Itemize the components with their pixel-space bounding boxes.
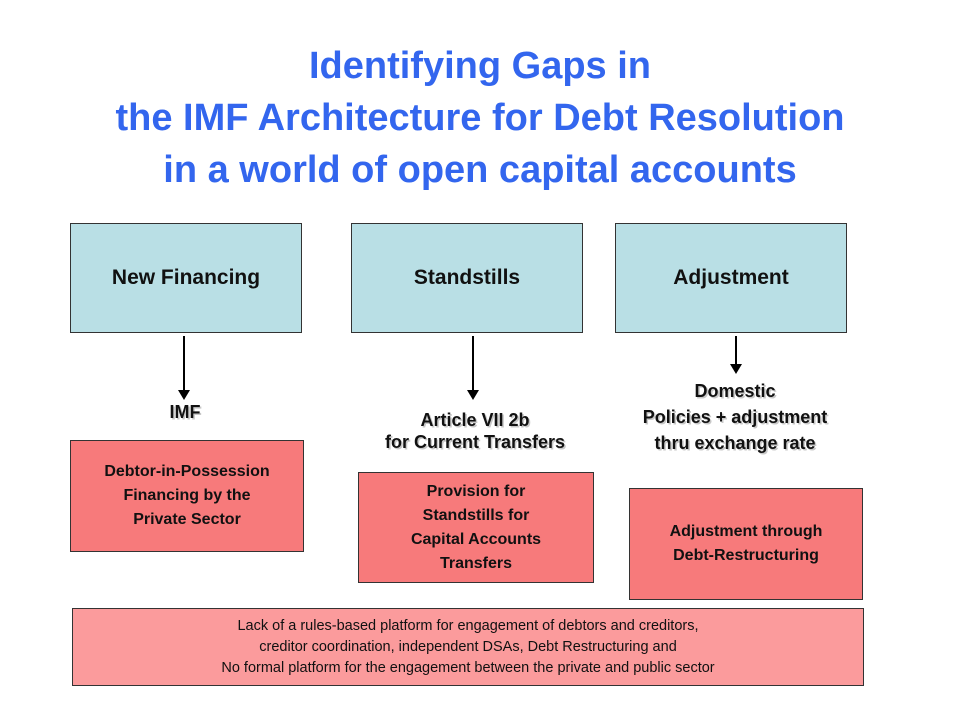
standstills-provision-box: Provision for Standstills for Capital Ac… <box>358 472 594 583</box>
summary-line-3: No formal platform for the engagement be… <box>221 659 715 676</box>
article-label: Article VII 2b for Current Transfers <box>340 409 610 453</box>
imf-label-line-1: IMF <box>169 402 201 422</box>
page-title: Identifying Gaps in the IMF Architecture… <box>0 40 960 196</box>
dip-line-2: Financing by the <box>123 487 251 504</box>
adjustment-heading: Adjustment <box>673 266 789 289</box>
provision-line-3: Capital Accounts <box>410 530 542 548</box>
standstills-heading: Standstills <box>413 266 521 289</box>
debtor-in-possession-box: Debtor-in-Possession Financing by the Pr… <box>70 440 304 552</box>
provision-line-4: Transfers <box>439 554 513 572</box>
article-label-line-2: for Current Transfers <box>384 432 566 452</box>
debt-restructuring-box: Adjustment through Debt-Restructuring <box>629 488 863 600</box>
new-financing-arrow <box>178 336 190 400</box>
gaps-summary-box: Lack of a rules-based platform for engag… <box>72 608 864 686</box>
title-line-3: in a world of open capital accounts <box>163 149 797 191</box>
summary-line-1: Lack of a rules-based platform for engag… <box>237 617 699 634</box>
imf-label: IMF <box>140 401 230 423</box>
restructuring-line-2: Debt-Restructuring <box>673 547 819 564</box>
adjustment-arrow <box>730 336 742 374</box>
domestic-label-line-3: thru exchange rate <box>654 433 816 453</box>
adjustment-box: Adjustment <box>615 223 847 333</box>
dip-line-1: Debtor-in-Possession <box>104 463 270 480</box>
restructuring-line-1: Adjustment through <box>669 523 823 540</box>
standstills-box: Standstills <box>351 223 583 333</box>
standstills-arrow <box>467 336 479 400</box>
new-financing-heading: New Financing <box>111 266 261 289</box>
domestic-label: Domestic Policies + adjustment thru exch… <box>600 378 870 456</box>
new-financing-box: New Financing <box>70 223 302 333</box>
domestic-label-line-2: Policies + adjustment <box>642 407 828 427</box>
article-label-line-1: Article VII 2b <box>420 410 530 430</box>
provision-line-2: Standstills for <box>422 506 530 524</box>
title-line-1: Identifying Gaps in <box>308 45 652 87</box>
domestic-label-line-1: Domestic <box>694 381 776 401</box>
summary-line-2: creditor coordination, independent DSAs,… <box>259 638 677 655</box>
provision-line-1: Provision for <box>426 482 526 500</box>
title-line-2: the IMF Architecture for Debt Resolution <box>115 97 845 139</box>
dip-line-3: Private Sector <box>133 511 241 528</box>
